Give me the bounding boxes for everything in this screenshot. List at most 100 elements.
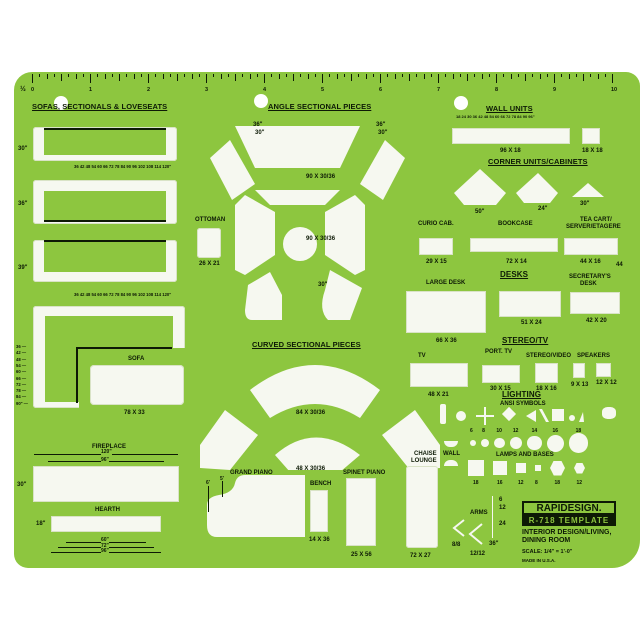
ruler-tick bbox=[604, 74, 606, 77]
base-size-label: 16 bbox=[497, 480, 503, 486]
speakers-label: SPEAKERS bbox=[577, 353, 611, 359]
ruler-tick bbox=[285, 74, 287, 77]
lamp-circle bbox=[527, 435, 542, 451]
grand-piano-dim-5 bbox=[222, 481, 223, 497]
sectional-l-line-v bbox=[76, 347, 78, 403]
port-tv-size: 30 X 15 bbox=[490, 386, 511, 392]
hearth-depth: 18" bbox=[36, 521, 46, 527]
secretary-label-1: SECRETARY'S bbox=[569, 274, 611, 280]
ruler-tick bbox=[278, 74, 280, 79]
lamp-size-label: 12 bbox=[512, 428, 519, 434]
ottoman-cutout bbox=[197, 228, 221, 258]
ruler-tick bbox=[409, 74, 410, 81]
arms-scale-36: 36" bbox=[489, 541, 499, 547]
ruler-tick bbox=[227, 74, 229, 77]
ruler-tick bbox=[148, 74, 149, 83]
fireplace-label: FIREPLACE bbox=[92, 444, 127, 450]
speaker-2-cutout bbox=[596, 363, 611, 377]
ruler-tick bbox=[162, 74, 164, 79]
sofa-length-scale-1: 36 42 48 54 60 66 72 78 84 90 96 102 108… bbox=[74, 164, 172, 169]
ansi-shapes bbox=[526, 409, 584, 422]
side-scale-mark: 84 — bbox=[16, 394, 27, 400]
ruler-tick bbox=[481, 74, 483, 79]
lamp-circle bbox=[470, 440, 476, 446]
port-tv-cutout bbox=[482, 365, 520, 383]
wall-label: WALL bbox=[443, 451, 460, 457]
ruler-tick bbox=[191, 74, 193, 79]
arms-chevron-8: 8/8 bbox=[452, 542, 461, 548]
spinet-piano-label: SPINET PIANO bbox=[343, 470, 386, 476]
tv-cutout bbox=[410, 363, 468, 387]
arms-scale-line bbox=[492, 496, 493, 538]
teacart-cutout bbox=[564, 238, 618, 255]
lamp-circle bbox=[569, 433, 589, 453]
brand-logo: RAPIDESIGN. bbox=[522, 501, 616, 515]
ruler-tick bbox=[314, 74, 316, 77]
teacart-size: 44 X 16 bbox=[580, 259, 601, 265]
base-square bbox=[468, 460, 484, 476]
ruler-number: 8 bbox=[495, 87, 499, 93]
base-square bbox=[493, 461, 507, 475]
arms-scale-6: 6 bbox=[499, 497, 503, 503]
side-scale-mark: 48 — bbox=[16, 356, 27, 362]
sectional-l-inner-top bbox=[45, 316, 173, 348]
sofa-depth-39: 39" bbox=[18, 265, 28, 271]
scale-label: SCALE: 1/4" = 1'-0" bbox=[522, 549, 573, 555]
ruler-tick bbox=[394, 74, 396, 79]
secretary-desk-cutout bbox=[570, 292, 620, 314]
binder-hole-left bbox=[54, 96, 68, 110]
spinet-piano-cutout bbox=[346, 478, 376, 546]
angle-sectional-cutouts bbox=[210, 126, 405, 320]
lamp-size-label: 16 bbox=[552, 428, 559, 434]
stereo-video-cutout bbox=[535, 363, 558, 383]
ruler-tick bbox=[61, 74, 62, 81]
ruler-tick bbox=[264, 74, 265, 83]
ruler-tick bbox=[612, 74, 613, 83]
base-size-label: 18 bbox=[473, 480, 479, 486]
speaker-1-cutout bbox=[573, 363, 585, 378]
desk-51x24-cutout bbox=[499, 291, 561, 317]
wall-symbol-top bbox=[444, 441, 458, 447]
ruler-number: 7 bbox=[437, 87, 441, 93]
ruler-tick bbox=[126, 74, 128, 77]
ansi-cross-v bbox=[484, 407, 486, 425]
bench-cutout bbox=[310, 490, 328, 532]
angle-top-left-angle: 36" bbox=[253, 122, 263, 128]
ruler-tick bbox=[184, 74, 186, 77]
wall-unit-short-cutout bbox=[582, 128, 600, 144]
arms-chevrons bbox=[452, 519, 483, 545]
curio-cutout bbox=[419, 238, 453, 255]
heading-corner-units: CORNER UNITS/CABINETS bbox=[488, 157, 588, 166]
wall-unit-long-size: 96 X 18 bbox=[500, 148, 521, 154]
heading-curved-sectional: CURVED SECTIONAL PIECES bbox=[252, 340, 361, 349]
grand-piano-dim-6 bbox=[208, 486, 209, 512]
hearth-dim-72: 72" bbox=[101, 543, 109, 549]
angle-corner-size: 30" bbox=[318, 282, 328, 288]
secretary-desk-size: 42 X 20 bbox=[586, 318, 607, 324]
corner-unit-1-width: 50" bbox=[475, 209, 485, 215]
teacart-extra: 44 bbox=[616, 262, 623, 268]
heading-desks: DESKS bbox=[500, 270, 529, 279]
base-size-label: 12 bbox=[576, 480, 583, 486]
wall-unit-short-size: 18 X 18 bbox=[582, 148, 603, 154]
ruler-tick bbox=[242, 74, 244, 77]
ruler-tick bbox=[488, 74, 490, 77]
angle-top-right-angle-2: 30" bbox=[378, 130, 388, 136]
ruler-tick bbox=[539, 74, 541, 79]
side-scale-mark: 60 — bbox=[16, 369, 27, 375]
ruler-tick bbox=[336, 74, 338, 79]
ruler-tick bbox=[307, 74, 309, 79]
bookcase-cutout bbox=[470, 238, 558, 252]
bench-label: BENCH bbox=[310, 481, 332, 487]
arms-chevron-12: 12/12 bbox=[470, 551, 486, 557]
lamps-and-bases-label: LAMPS AND BASES bbox=[496, 452, 554, 458]
heading-sofas: SOFAS, SECTIONALS & LOVESEATS bbox=[32, 102, 168, 111]
curved-outer-size: 84 X 30/36 bbox=[296, 410, 326, 416]
hearth-dim-60: 60" bbox=[101, 537, 109, 543]
ruler-tick bbox=[459, 74, 461, 77]
model-number: R-718 TEMPLATE bbox=[522, 514, 616, 526]
ruler-number: 0 bbox=[31, 87, 35, 93]
grand-piano-label: GRAND PIANO bbox=[230, 470, 273, 476]
base-size-label: 18 bbox=[554, 480, 561, 486]
curved-sectional-cutouts bbox=[200, 365, 440, 470]
